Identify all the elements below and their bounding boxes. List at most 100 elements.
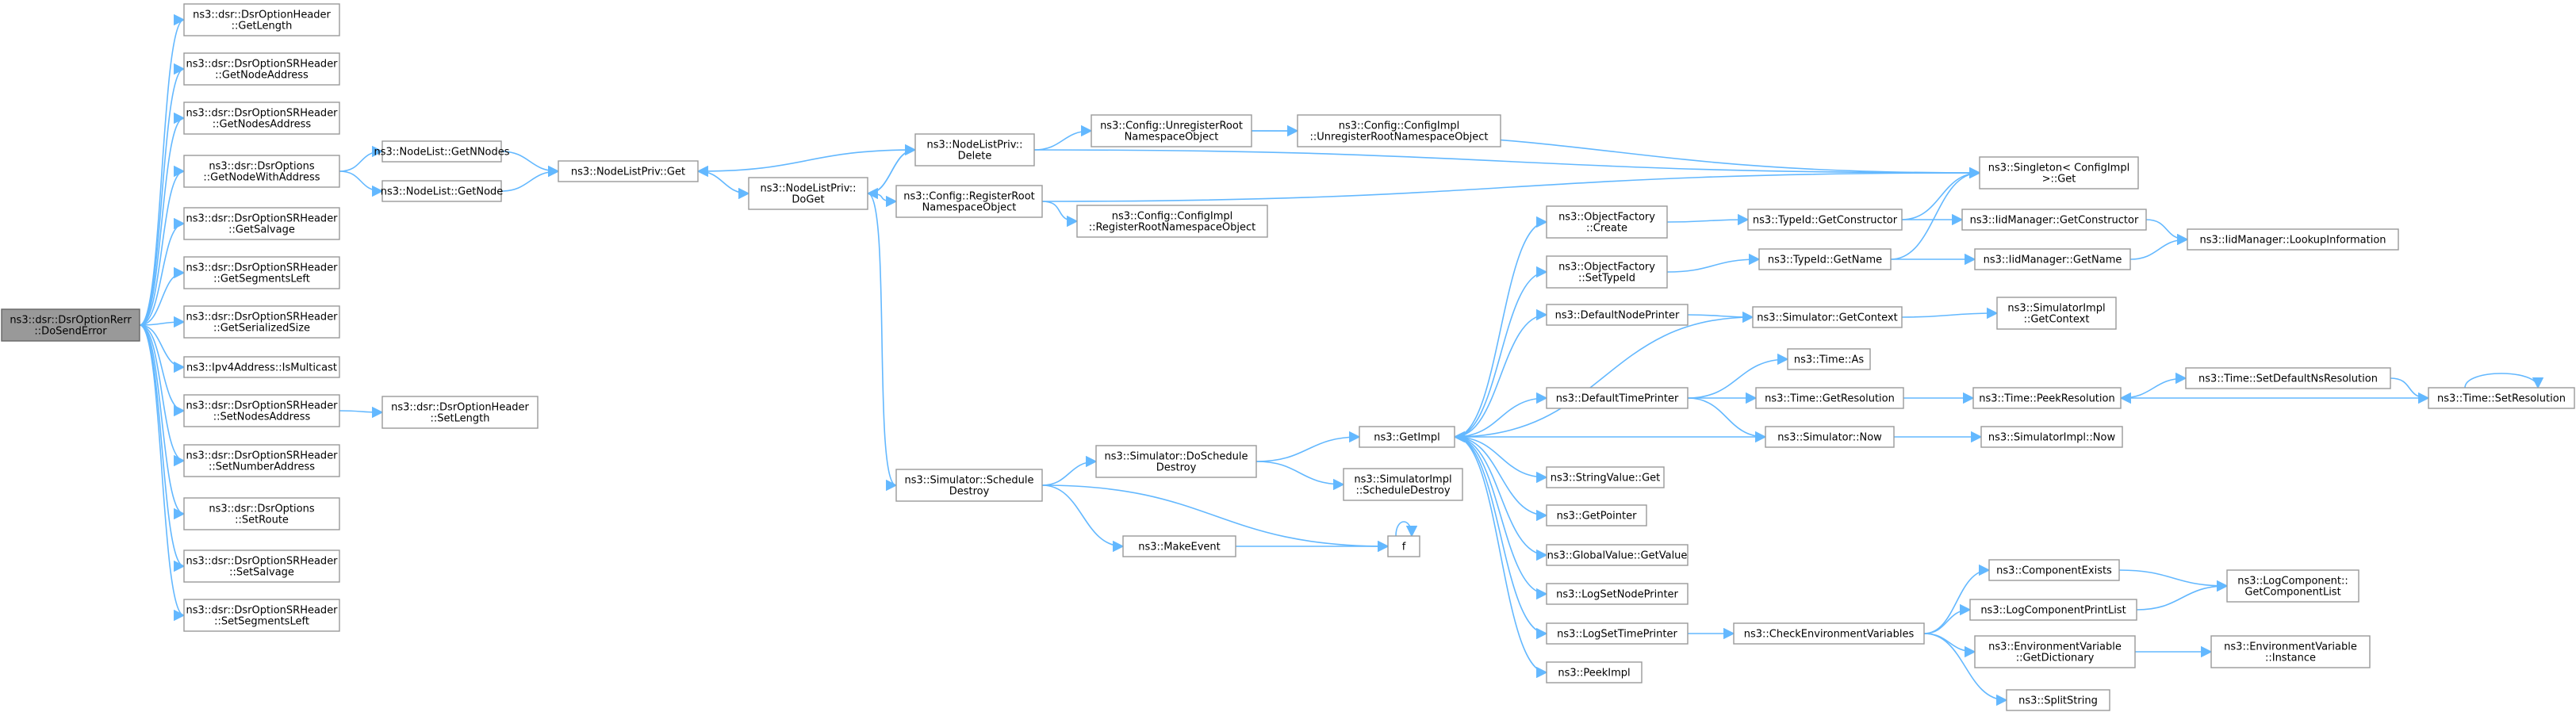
- call-edge-getimpl-to-getpointer: [1454, 436, 1548, 522]
- graph-node-getpointer[interactable]: ns3::GetPointer: [1546, 504, 1647, 526]
- node-box: [1752, 306, 1903, 328]
- graph-node-n2[interactable]: ns3::dsr::DsrOptionSRHeader::GetNodeAddr…: [183, 52, 340, 86]
- graph-node-strval-get[interactable]: ns3::StringValue::Get: [1546, 466, 1665, 488]
- graph-node-simimpl-sched[interactable]: ns3::SimulatorImpl::ScheduleDestroy: [1343, 468, 1463, 501]
- graph-node-nlp-get[interactable]: ns3::NodeListPriv::Get: [558, 160, 699, 182]
- graph-node-logsetnode[interactable]: ns3::LogSetNodePrinter: [1546, 583, 1689, 605]
- graph-node-envvar-inst[interactable]: ns3::EnvironmentVariable::Instance: [2210, 635, 2371, 668]
- call-edge-cfg-reg-to-singleton: [1041, 167, 1981, 202]
- node-label-line: ns3::Time::GetResolution: [1765, 393, 1895, 405]
- node-label-line: ns3::IidManager::GetName: [1984, 255, 2122, 266]
- graph-node-time-getres[interactable]: ns3::Time::GetResolution: [1755, 387, 1904, 409]
- graph-node-iidm-lookup[interactable]: ns3::IidManager::LookupInformation: [2187, 228, 2399, 251]
- call-edge-nl-getnode-to-nlp-get: [500, 165, 560, 192]
- graph-node-sim-now[interactable]: ns3::Simulator::Now: [1765, 426, 1895, 448]
- call-edge-checkenv-to-splitstring: [1923, 633, 2008, 706]
- graph-node-deftimeprinter[interactable]: ns3::DefaultTimePrinter: [1546, 387, 1689, 409]
- graph-node-sim-sched[interactable]: ns3::Simulator::ScheduleDestroy: [895, 469, 1043, 502]
- graph-node-time-setres[interactable]: ns3::Time::SetResolution: [2428, 387, 2575, 409]
- node-label-line: ns3::dsr::DsrOptionRerr: [10, 315, 132, 327]
- node-label-line: ns3::Config::UnregisterRoot: [1100, 121, 1243, 132]
- graph-node-defnodeprinter[interactable]: ns3::DefaultNodePrinter: [1546, 304, 1689, 326]
- graph-node-tid-getctor[interactable]: ns3::TypeId::GetConstructor: [1747, 209, 1903, 231]
- node-label-line: ns3::NodeListPriv::Get: [571, 167, 685, 178]
- graph-node-singleton[interactable]: ns3::Singleton< ConfigImpl >::Get: [1979, 156, 2139, 190]
- graph-node-logcompprint[interactable]: ns3::LogComponentPrintList: [1969, 599, 2137, 621]
- graph-node-checkenv[interactable]: ns3::CheckEnvironmentVariables: [1733, 622, 1925, 645]
- graph-node-tid-getname[interactable]: ns3::TypeId::GetName: [1758, 248, 1892, 270]
- graph-node-n4[interactable]: ns3::dsr::DsrOptions::GetNodeWithAddress: [183, 155, 340, 188]
- graph-node-gv-getvalue[interactable]: ns3::GlobalValue::GetValue: [1546, 544, 1689, 566]
- graph-node-nl-getn[interactable]: ns3::NodeList::GetNNodes: [374, 140, 510, 163]
- node-box: [1980, 426, 2123, 448]
- graph-node-simimpl-now[interactable]: ns3::SimulatorImpl::Now: [1980, 426, 2123, 448]
- node-label-line: ::Create: [1586, 223, 1627, 235]
- graph-node-nl-getnode[interactable]: ns3::NodeList::GetNode: [381, 180, 504, 202]
- node-box: [183, 155, 340, 188]
- graph-node-cfgimpl-reg[interactable]: ns3::Config::ConfigImpl::RegisterRootNam…: [1076, 205, 1268, 238]
- node-box: [1546, 387, 1689, 409]
- graph-node-n8[interactable]: ns3::Ipv4Address::IsMulticast: [183, 356, 340, 378]
- graph-node-n10[interactable]: ns3::dsr::DsrOptionSRHeader::SetNumberAd…: [183, 444, 340, 477]
- graph-node-n13[interactable]: ns3::dsr::DsrOptionSRHeader::SetSegments…: [183, 599, 340, 632]
- node-label-line: ns3::StringValue::Get: [1551, 473, 1660, 484]
- graph-node-envvar-dict[interactable]: ns3::EnvironmentVariable::GetDictionary: [1974, 635, 2136, 668]
- node-box: [1747, 209, 1903, 231]
- graph-node-nlp-doget[interactable]: ns3::NodeListPriv::DoGet: [748, 177, 868, 210]
- node-label-line: ns3::Time::PeekResolution: [1979, 393, 2114, 405]
- node-box: [381, 396, 539, 429]
- graph-node-cfgimpl-unreg[interactable]: ns3::Config::ConfigImpl::UnregisterRootN…: [1297, 114, 1501, 147]
- node-label-line: ns3::IidManager::LookupInformation: [2199, 235, 2386, 247]
- graph-node-n9[interactable]: ns3::dsr::DsrOptionSRHeader::SetNodesAdd…: [183, 394, 340, 427]
- call-edge-nlp-delete-to-cfg-unreg: [1033, 124, 1093, 151]
- graph-node-makeevent[interactable]: ns3::MakeEvent: [1122, 535, 1236, 557]
- graph-node-logcomp-getlist[interactable]: ns3::LogComponent::GetComponentList: [2226, 569, 2359, 603]
- graph-node-of-settid[interactable]: ns3::ObjectFactory::SetTypeId: [1546, 255, 1668, 289]
- graph-node-hs-setlen[interactable]: ns3::dsr::DsrOptionHeader::SetLength: [381, 396, 539, 429]
- call-edge-f-to-f: [1395, 521, 1418, 538]
- node-box: [1733, 622, 1925, 645]
- call-edge-checkenv-to-logcompprint: [1923, 603, 1972, 634]
- graph-node-iidm-getctor[interactable]: ns3::IidManager::GetConstructor: [1961, 209, 2147, 231]
- node-label-line: ::GetLength: [232, 21, 293, 33]
- graph-node-n6[interactable]: ns3::dsr::DsrOptionSRHeader::GetSegments…: [183, 256, 340, 289]
- node-box: [1546, 304, 1689, 326]
- node-box: [2006, 689, 2110, 711]
- graph-node-time-setdefns[interactable]: ns3::Time::SetDefaultNsResolution: [2185, 367, 2391, 389]
- graph-node-nlp-delete[interactable]: ns3::NodeListPriv::Delete: [914, 133, 1035, 167]
- node-box: [183, 3, 340, 36]
- graph-node-logsettime[interactable]: ns3::LogSetTimePrinter: [1546, 622, 1689, 645]
- graph-node-n1[interactable]: ns3::dsr::DsrOptionHeader::GetLength: [183, 3, 340, 36]
- graph-node-time-as[interactable]: ns3::Time::As: [1787, 348, 1871, 370]
- graph-node-root[interactable]: ns3::dsr::DsrOptionRerr::DoSendError: [1, 308, 140, 342]
- graph-node-compexists[interactable]: ns3::ComponentExists: [1988, 559, 2120, 581]
- graph-node-iidm-getname[interactable]: ns3::IidManager::GetName: [1974, 248, 2131, 270]
- graph-node-n12[interactable]: ns3::dsr::DsrOptionSRHeader::SetSalvage: [183, 549, 340, 583]
- graph-node-of-create[interactable]: ns3::ObjectFactory::Create: [1546, 205, 1668, 239]
- node-box: [895, 185, 1043, 218]
- graph-node-simimpl-getctx[interactable]: ns3::SimulatorImpl::GetContext: [1996, 297, 2117, 330]
- graph-node-getimpl[interactable]: ns3::GetImpl: [1359, 426, 1455, 448]
- graph-node-n5[interactable]: ns3::dsr::DsrOptionSRHeader::GetSalvage: [183, 207, 340, 240]
- node-label-line: ::GetSalvage: [228, 224, 295, 236]
- graph-node-splitstring[interactable]: ns3::SplitString: [2006, 689, 2110, 711]
- call-edge-getimpl-to-deftimeprinter: [1454, 392, 1548, 438]
- node-label-line: >::Get: [2042, 174, 2076, 186]
- graph-node-sim-getctx[interactable]: ns3::Simulator::GetContext: [1752, 306, 1903, 328]
- graph-node-time-peekres[interactable]: ns3::Time::PeekResolution: [1972, 387, 2122, 409]
- graph-node-cfg-reg[interactable]: ns3::Config::RegisterRootNamespaceObject: [895, 185, 1043, 218]
- node-box: [1359, 426, 1455, 448]
- call-edge-checkenv-to-envvar-dict: [1923, 633, 1976, 658]
- graph-node-peekimpl[interactable]: ns3::PeekImpl: [1546, 661, 1643, 683]
- graph-node-n3[interactable]: ns3::dsr::DsrOptionSRHeader::GetNodesAdd…: [183, 101, 340, 135]
- graph-node-n7[interactable]: ns3::dsr::DsrOptionSRHeader::GetSerializ…: [183, 305, 340, 339]
- node-box: [1343, 468, 1463, 501]
- graph-node-cfg-unreg[interactable]: ns3::Config::UnregisterRootNamespaceObje…: [1091, 114, 1252, 147]
- graph-node-f[interactable]: f: [1387, 535, 1420, 557]
- node-label-line: ns3::LogComponent::: [2237, 576, 2348, 588]
- node-box: [1546, 622, 1689, 645]
- graph-node-n11[interactable]: ns3::dsr::DsrOptions::SetRoute: [183, 497, 340, 530]
- node-box: [183, 497, 340, 530]
